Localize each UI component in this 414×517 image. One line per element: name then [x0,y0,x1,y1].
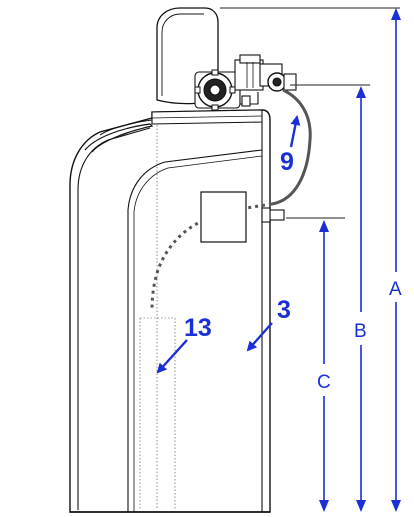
callout-arrow-9 [289,115,301,148]
callout-label-13: 13 [184,314,212,342]
dimension-b [356,86,366,512]
control-valve [194,54,297,111]
cabinet-body [69,109,271,513]
body-swoosh [127,149,263,512]
callout-label-3: 3 [277,296,291,324]
hose-solid [271,88,312,206]
dimension-label-b: B [354,321,367,342]
dimension-label-a: A [389,279,402,300]
dimension-label-c: C [317,372,331,393]
callout-arrow-3 [246,322,273,352]
salt-lid-rim [84,123,154,153]
dimension-a [391,8,401,512]
dimension-lines [220,7,400,219]
callout-arrow-13 [156,339,188,374]
callout-arrows [156,115,301,374]
dimension-c [319,220,329,512]
callout-label-9: 9 [280,148,294,176]
overflow-fitting [261,207,285,223]
cabinet-outline [69,109,271,513]
brine-well-window [200,191,247,243]
internal-guides [139,125,176,510]
